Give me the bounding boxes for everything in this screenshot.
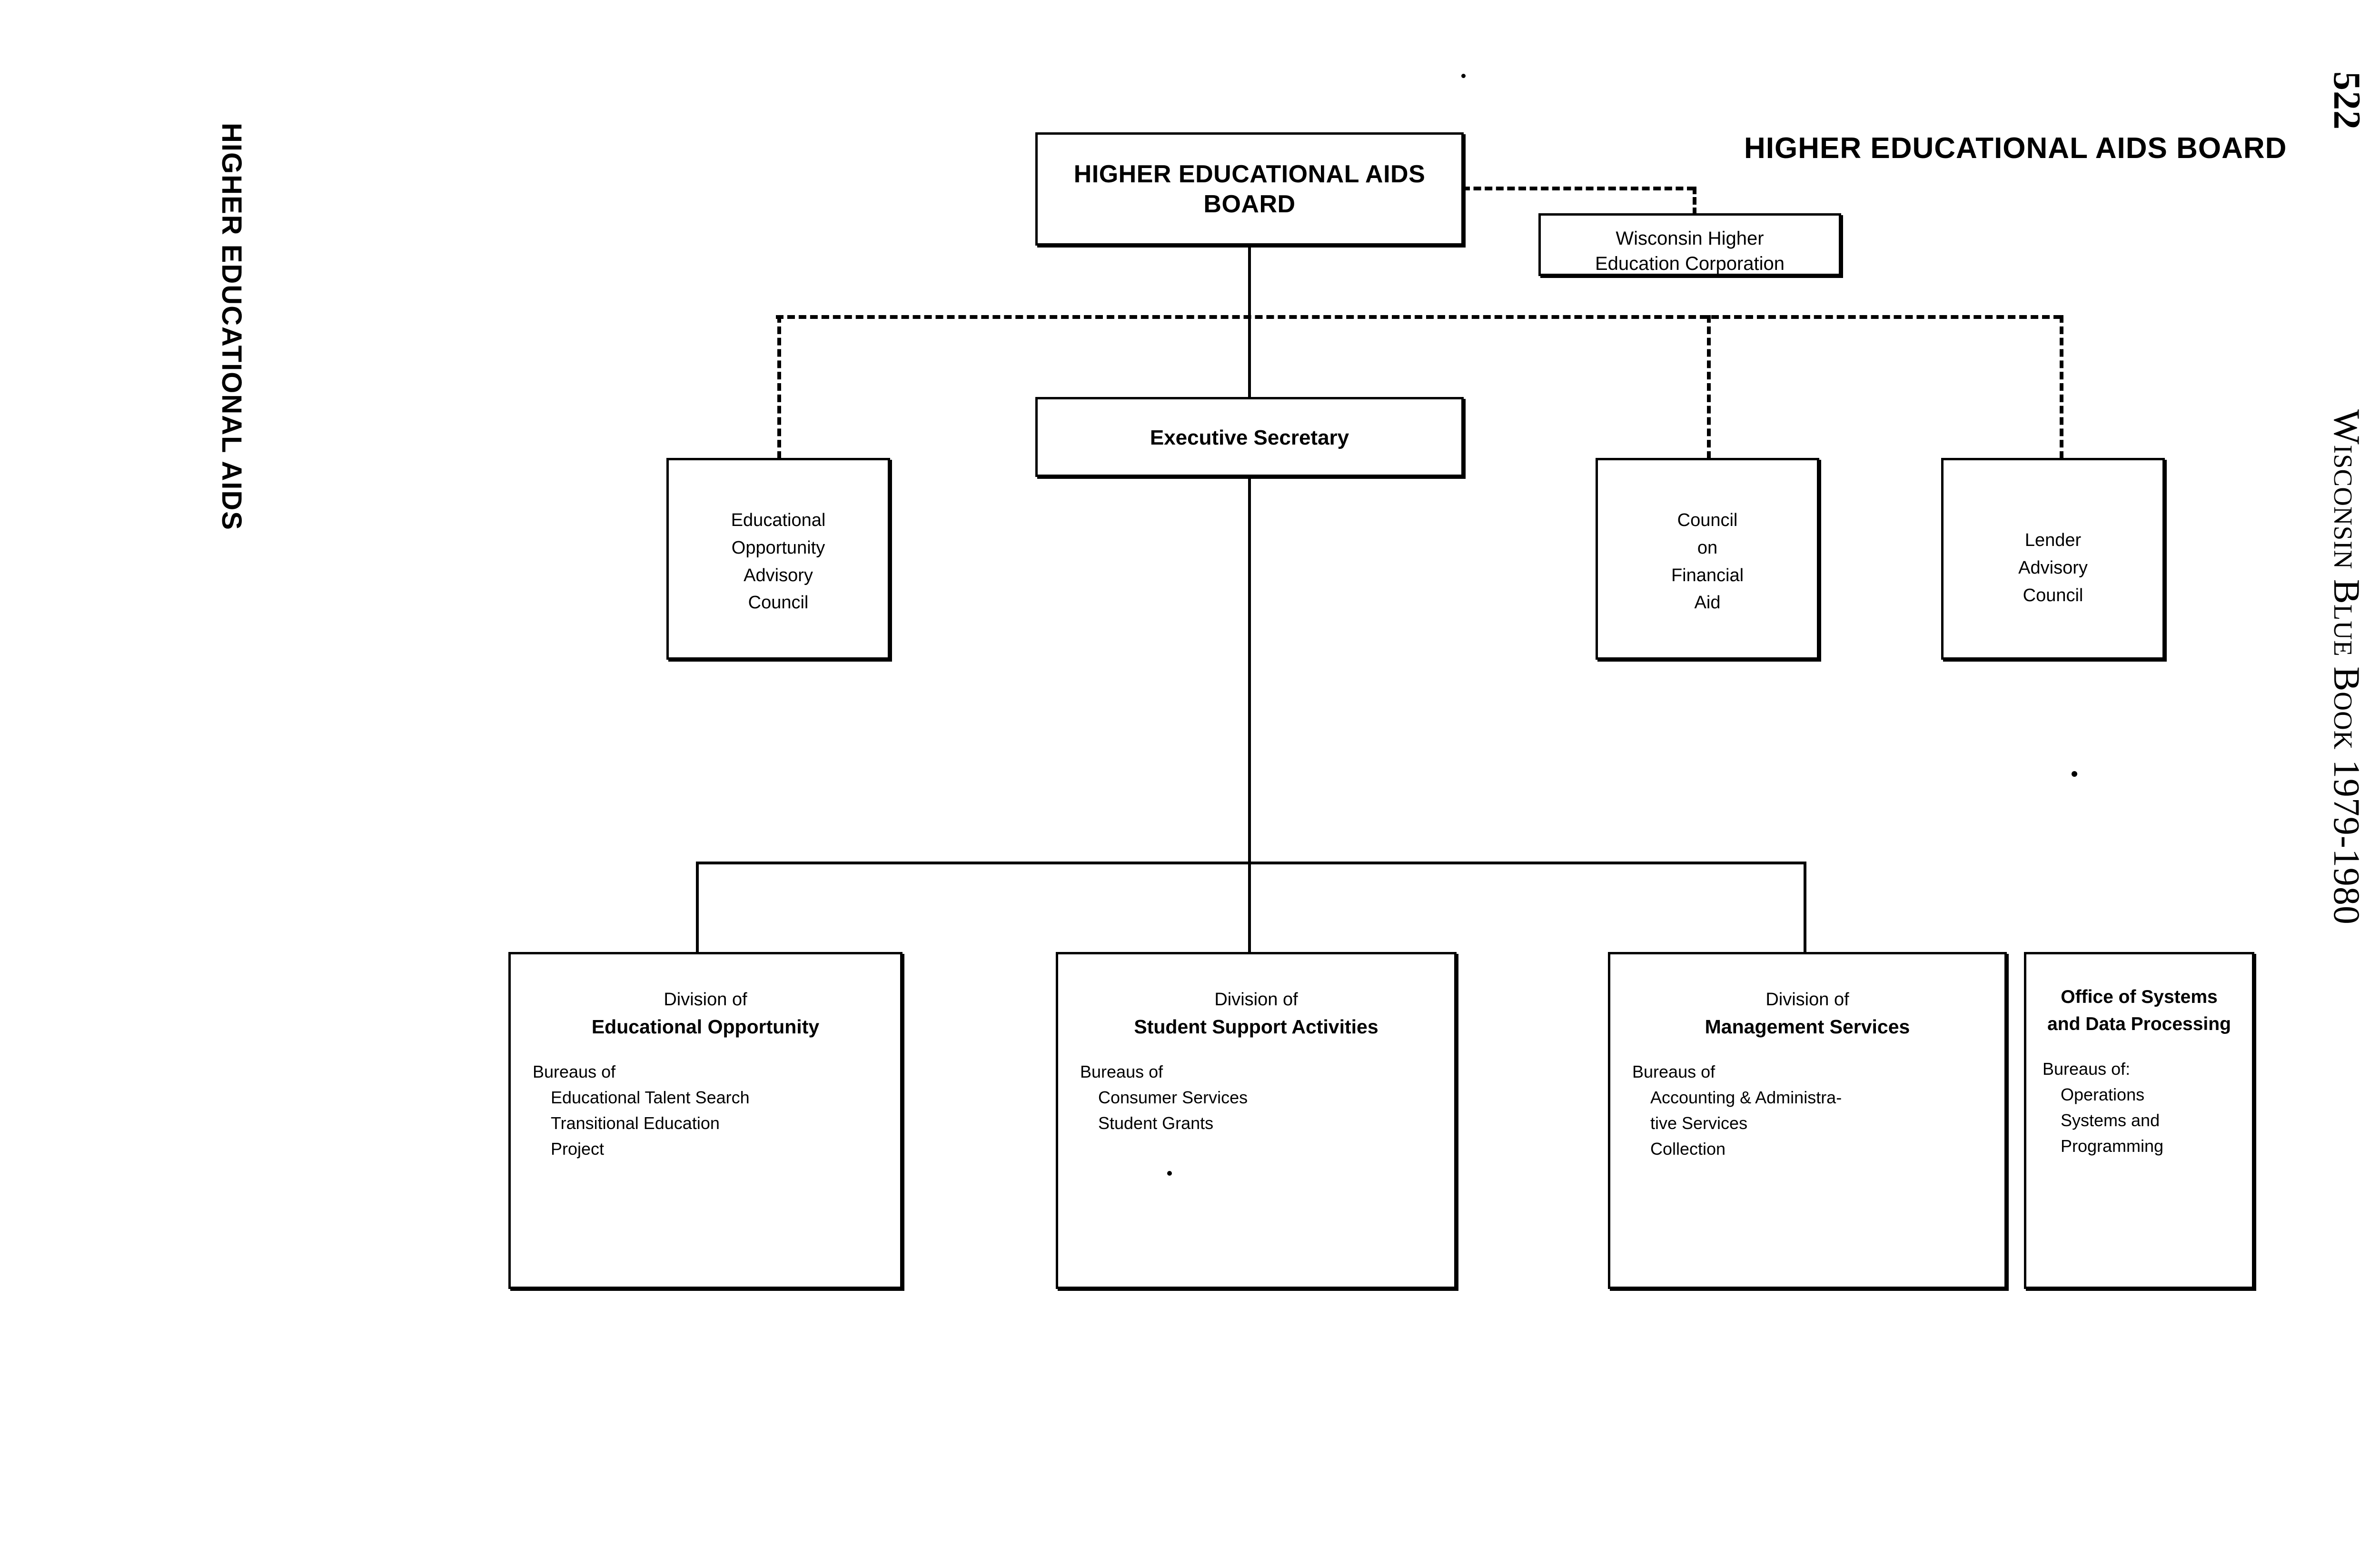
node-lac-line3: Council (2023, 585, 2083, 605)
connector-bus-to-lender-advisory-council (2060, 315, 2063, 459)
node-eoac-line4: Council (748, 593, 809, 613)
office-sdp-heading: Office of Systems and Data Processing (2026, 984, 2252, 1038)
node-wisconsin-higher-education-corporation[interactable]: Wisconsin Higher Education Corporation (1538, 213, 1841, 276)
connector-bus-to-educational-opportunity-advisory-council (777, 315, 781, 459)
node-heab-line2: BOARD (1203, 190, 1296, 218)
node-division-student-support-activities[interactable]: Division of Student Support Activities B… (1056, 952, 1457, 1289)
node-whec-line1: Wisconsin Higher (1616, 228, 1764, 249)
office-sdp-name-line1: Office of Systems (2061, 987, 2218, 1007)
node-eoac-text: Educational Opportunity Advisory Council (669, 507, 888, 617)
running-head-right: HIGHER EDUCATIONAL AIDS BOARD (1744, 132, 2287, 165)
advisory-bus-horizontal (776, 315, 2061, 319)
division-ssa-bureaus: Bureaus of Consumer Services Student Gra… (1058, 1059, 1454, 1136)
division-eo-bureau-item: Transitional Education (551, 1113, 720, 1133)
node-whec-text: Wisconsin Higher Education Corporation (1541, 226, 1839, 277)
division-ms-heading: Division of Management Services (1610, 987, 2004, 1041)
node-whec-line2: Education Corporation (1595, 253, 1785, 274)
connector-bus-to-division-student-support-activities (1248, 862, 1251, 954)
connector-board-to-corporation-horizontal (1462, 187, 1695, 190)
division-ms-prefix: Division of (1765, 990, 1849, 1010)
node-exec-text: Executive Secretary (1038, 425, 1461, 451)
node-heab-line1: HIGHER EDUCATIONAL AIDS (1073, 160, 1426, 188)
node-educational-opportunity-advisory-council[interactable]: Educational Opportunity Advisory Council (666, 458, 890, 660)
division-ssa-heading: Division of Student Support Activities (1058, 987, 1454, 1041)
connector-board-to-executive-secretary (1248, 246, 1251, 398)
division-eo-heading: Division of Educational Opportunity (511, 987, 900, 1041)
node-office-of-systems-and-data-processing[interactable]: Office of Systems and Data Processing Bu… (2024, 952, 2254, 1289)
division-eo-bureaus-label: Bureaus of (533, 1062, 616, 1081)
node-exec-label: Executive Secretary (1150, 426, 1349, 449)
division-ssa-name: Student Support Activities (1134, 1016, 1378, 1038)
office-sdp-bureau-item: Operations (2061, 1085, 2145, 1104)
office-sdp-bureau-item: Systems and (2061, 1110, 2160, 1130)
office-sdp-bureau-item: Programming (2061, 1136, 2164, 1156)
running-head-left-vertical: HIGHER EDUCATIONAL AIDS (216, 123, 247, 531)
node-cofa-line1: Council (1677, 510, 1738, 530)
division-ms-bureau-item: Collection (1650, 1139, 1726, 1159)
node-cofa-text: Council on Financial Aid (1598, 507, 1817, 617)
node-higher-educational-aids-board[interactable]: HIGHER EDUCATIONAL AIDS BOARD (1035, 132, 1464, 246)
scan-speck (1167, 1171, 1172, 1176)
division-eo-prefix: Division of (664, 990, 747, 1010)
node-eoac-line1: Educational (731, 510, 826, 530)
division-ms-bureau-item: Accounting & Administra- (1650, 1088, 1842, 1107)
division-eo-name: Educational Opportunity (591, 1016, 820, 1038)
division-ms-bureau-item: tive Services (1650, 1113, 1748, 1133)
page-folio-number: 522 (2326, 71, 2368, 130)
node-council-on-financial-aid[interactable]: Council on Financial Aid (1596, 458, 1819, 660)
node-cofa-line3: Financial (1671, 565, 1744, 585)
division-ms-bureaus-label: Bureaus of (1632, 1062, 1716, 1081)
node-division-management-services[interactable]: Division of Management Services Bureaus … (1608, 952, 2007, 1289)
scan-speck (2072, 771, 2077, 777)
connector-executive-secretary-spine (1248, 477, 1251, 863)
node-lac-line1: Lender (2024, 530, 2082, 550)
connector-bus-to-council-on-financial-aid (1707, 315, 1711, 459)
division-ssa-bureau-item: Consumer Services (1098, 1088, 1248, 1107)
book-title-vertical: Wisconsin Blue Book 1979-1980 (2326, 409, 2368, 925)
office-sdp-name-line2: and Data Processing (2047, 1013, 2231, 1034)
connector-bus-to-division-management-services (1804, 862, 1806, 954)
division-eo-bureau-item: Project (551, 1139, 605, 1159)
node-heab-text: HIGHER EDUCATIONAL AIDS BOARD (1038, 159, 1461, 220)
node-lac-line2: Advisory (2018, 557, 2088, 578)
node-cofa-line2: on (1697, 537, 1718, 558)
office-sdp-bureaus-label: Bureaus of: (2043, 1059, 2131, 1079)
scan-speck (1461, 74, 1466, 78)
office-sdp-bureaus: Bureaus of: Operations Systems and Progr… (2026, 1056, 2252, 1159)
division-ssa-bureaus-label: Bureaus of (1080, 1062, 1163, 1081)
node-executive-secretary[interactable]: Executive Secretary (1035, 397, 1464, 477)
division-ssa-prefix: Division of (1214, 990, 1298, 1010)
node-eoac-line2: Opportunity (731, 537, 825, 558)
node-eoac-line3: Advisory (744, 565, 813, 585)
connector-board-to-corporation-vertical (1693, 187, 1696, 215)
division-eo-bureau-item: Educational Talent Search (551, 1088, 750, 1107)
connector-bus-to-division-educational-opportunity (696, 862, 699, 954)
node-division-educational-opportunity[interactable]: Division of Educational Opportunity Bure… (508, 952, 902, 1289)
division-ssa-bureau-item: Student Grants (1098, 1113, 1214, 1133)
division-bus-horizontal (696, 862, 1806, 864)
node-lac-text: Lender Advisory Council (1944, 527, 2162, 609)
division-ms-name: Management Services (1705, 1016, 1910, 1038)
node-lender-advisory-council[interactable]: Lender Advisory Council (1941, 458, 2165, 660)
division-ms-bureaus: Bureaus of Accounting & Administra- tive… (1610, 1059, 2004, 1162)
division-eo-bureaus: Bureaus of Educational Talent Search Tra… (511, 1059, 900, 1162)
node-cofa-line4: Aid (1694, 593, 1721, 613)
